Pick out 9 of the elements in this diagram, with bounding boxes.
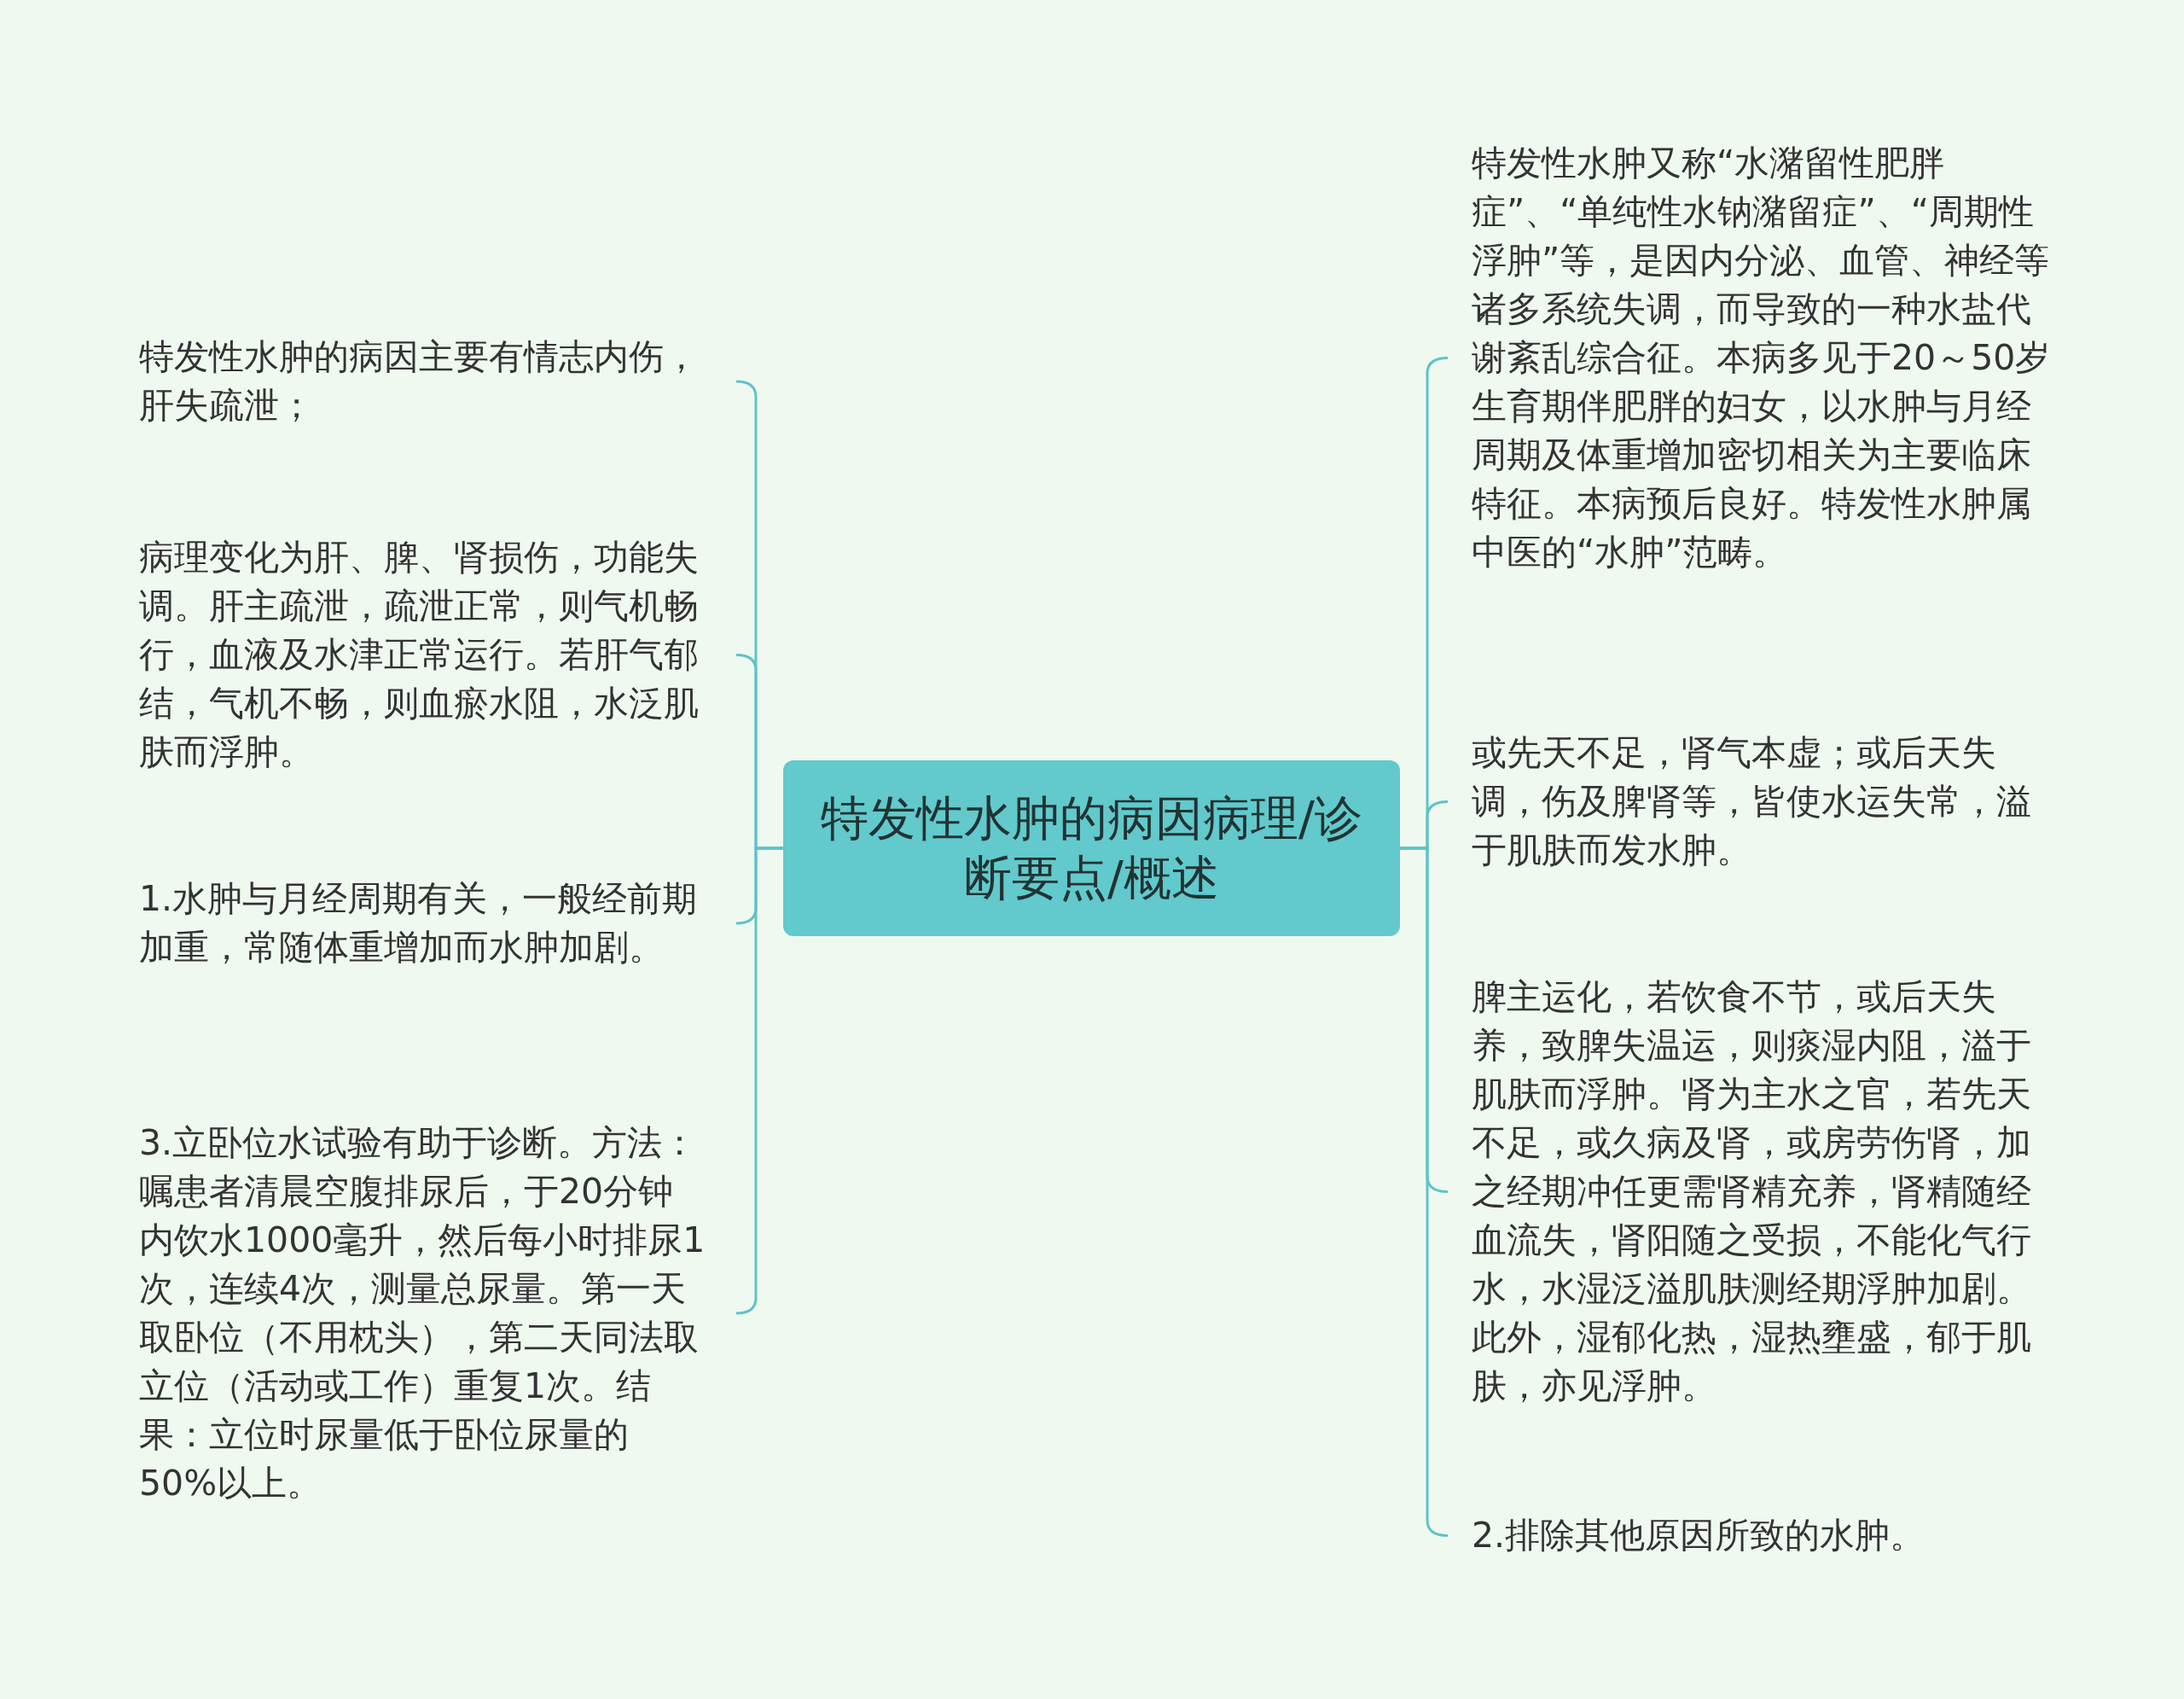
topic-text: 特发性水肿的病因主要有情志内伤，肝失疏泄； bbox=[139, 333, 736, 430]
topic-text: 或先天不足，肾气本虚；或后天失调，伤及脾肾等，皆使水运失常，溢于肌肤而发水肿。 bbox=[1448, 729, 2062, 875]
central-topic-box: 特发性水肿的病因病理/诊断要点/概述 bbox=[783, 760, 1400, 936]
topic-text: 特发性水肿又称“水潴留性肥胖症”、“单纯性水钠潴留症”、“周期性浮肿”等，是因内分泌、血管、神经等诸多系统失调，而导致的一种水盐代谢紊乱综合征。本病多见于20～50岁生育期伴肥胖的妇女，以水肿与月经周期及体重增加密切相关为主要临床特征。本病预后良好。特发性水肿属中医的“水肿”范畴。 bbox=[1448, 139, 2062, 577]
topic-text: 3.立卧位水试验有助于诊断。方法：嘱患者清晨空腹排尿后，于20分钟内饮水1000毫升，然后每小时排尿1次，连续4次，测量总尿量。第一天取卧位（不用枕头），第二天同法取立位（活动或工作）重复1次。结果：立位时尿量低于卧位尿量的50%以上。 bbox=[139, 1119, 736, 1508]
topic-text: 2.排除其他原因所致的水肿。 bbox=[1448, 1511, 2062, 1560]
topic-text: 脾主运化，若饮食不节，或后天失养，致脾失温运，则痰湿内阻，溢于肌肤而浮肿。肾为主水之官，若先天不足，或久病及肾，或房劳伤肾，加之经期冲任更需肾精充养，肾精随经血流失，肾阳随之受损，不能化气行水，水湿泛溢肌肤测经期浮肿加剧。此外，湿郁化热，湿热壅盛，郁于肌肤，亦见浮肿。 bbox=[1448, 973, 2062, 1411]
topic-text: 1.水肿与月经周期有关，一般经前期加重，常随体重增加而水肿加剧。 bbox=[139, 875, 736, 972]
topic-text: 病理变化为肝、脾、肾损伤，功能失调。肝主疏泄，疏泄正常，则气机畅行，血液及水津正常运行。若肝气郁结，气机不畅，则血瘀水阻，水泛肌肤而浮肿。 bbox=[139, 533, 736, 777]
